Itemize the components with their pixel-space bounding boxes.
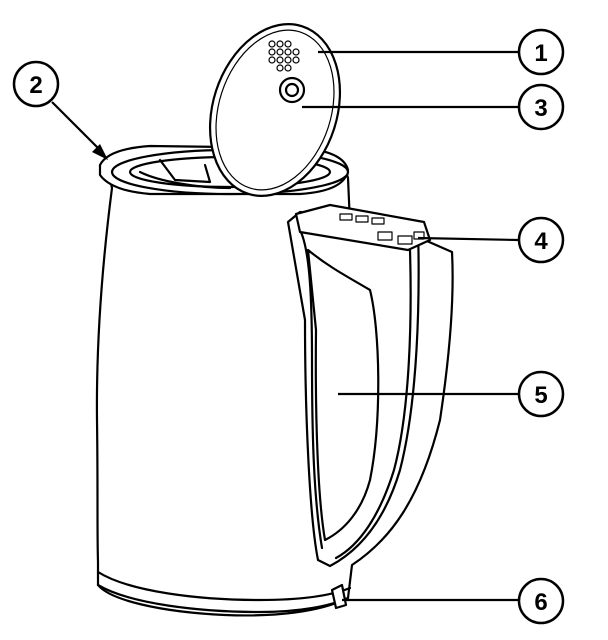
lid-vent-holes: [268, 40, 300, 72]
callout-4: 4: [517, 216, 565, 264]
callouts: 1 2 3 4 5 6: [12, 28, 565, 625]
svg-text:2: 2: [29, 72, 42, 99]
lid: [208, 23, 342, 197]
svg-text:6: 6: [534, 589, 547, 616]
handle-back-edge: [334, 248, 412, 560]
callout-5: 5: [517, 370, 565, 418]
svg-text:1: 1: [534, 40, 547, 67]
power-switch: [330, 583, 348, 610]
callout-3: 3: [517, 83, 565, 131]
leader-4: [417, 236, 519, 242]
base: [96, 570, 352, 602]
svg-text:3: 3: [534, 95, 547, 122]
svg-text:4: 4: [534, 228, 548, 255]
base-edge: [96, 583, 350, 614]
lid-rim: [215, 29, 335, 191]
callout-1: 1: [517, 28, 565, 76]
callout-6: 6: [517, 577, 565, 625]
lid-release-button-inner: [284, 82, 300, 98]
leader-2: [51, 101, 101, 151]
leader-lines: [51, 50, 519, 602]
kettle-illustration: [95, 23, 454, 617]
control-panel: [294, 203, 432, 252]
callout-2: 2: [12, 60, 60, 108]
handle-outer-edge: [298, 228, 324, 550]
lid-release-button: [278, 76, 306, 104]
filter-inside: [138, 158, 232, 190]
svg-text:5: 5: [534, 382, 547, 409]
arrowhead-2: [92, 144, 108, 160]
